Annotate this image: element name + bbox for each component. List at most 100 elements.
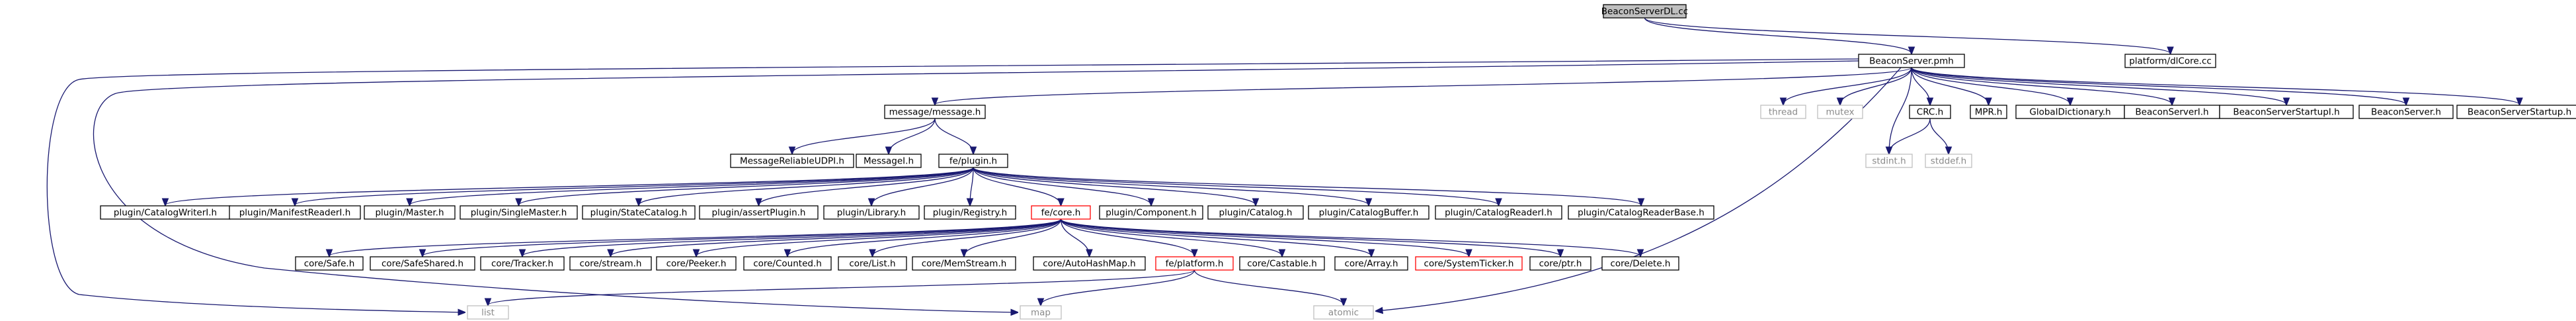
edge-msg-to-feplugin [934,118,973,154]
node-cdelete[interactable]: core/Delete.h [1601,256,1679,271]
node-box [912,256,1016,271]
node-box [295,256,364,271]
node-box [884,105,986,119]
node-ctracker[interactable]: core/Tracker.h [480,256,565,271]
node-box [569,256,652,271]
node-label: core/ptr.h [1539,259,1582,269]
node-crc[interactable]: CRC.h [1909,105,1951,119]
edge-fecore-to-clist [873,218,1062,256]
edge-feplugin-to-psingle [519,167,974,205]
node-label: BeaconServer.h [2371,107,2441,118]
edge-fecore-to-csafe [329,218,1062,256]
node-label: core/SafeShared.h [382,259,463,269]
edge-bspmh-to-list [46,58,1859,312]
node-ccastable[interactable]: core/Castable.h [1239,256,1325,271]
node-stddef: stddef.h [1925,154,1972,168]
node-mutex: mutex [1817,105,1863,119]
node-label: core/SystemTicker.h [1424,259,1514,269]
node-pcomp[interactable]: plugin/Component.h [1099,205,1203,220]
edge-fecore-to-cstream [611,218,1062,256]
node-bsh[interactable]: BeaconServer.h [2358,105,2454,119]
edge-bspmh-to-thread [1783,67,1912,105]
node-mrudpi[interactable]: MessageReliableUDPI.h [730,154,854,168]
node-cpeeker[interactable]: core/Peeker.h [656,256,737,271]
node-box [1568,205,1714,220]
edge-fecore-to-csysticker [1060,218,1469,256]
node-label: plugin/Component.h [1106,208,1197,218]
node-root: BeaconServerDL.cc [1601,4,1688,19]
node-cptr[interactable]: core/ptr.h [1529,256,1591,271]
node-mpr[interactable]: MPR.h [1970,105,2007,119]
node-psingle[interactable]: plugin/SingleMaster.h [460,205,578,220]
node-csysticker[interactable]: core/SystemTicker.h [1415,256,1523,271]
node-list: list [467,305,509,320]
edge-feplugin-to-pstate [639,167,974,205]
node-pcw[interactable]: plugin/CatalogWriterI.h [100,205,231,220]
node-carray[interactable]: core/Array.h [1334,256,1408,271]
node-cstream[interactable]: core/stream.h [569,256,652,271]
edge-feplugin-to-plib [871,167,974,205]
node-box [2358,105,2454,119]
node-cautohash[interactable]: core/AutoHashMap.h [1033,256,1146,271]
node-box [2219,105,2354,119]
node-msgi[interactable]: MessageI.h [856,154,922,168]
node-passert[interactable]: plugin/assertPlugin.h [699,205,819,220]
node-bsi[interactable]: BeaconServerI.h [2124,105,2220,119]
node-feplatform[interactable]: fe/platform.h [1155,256,1234,271]
node-box [838,256,907,271]
edge-feplugin-to-pmaster [410,167,974,205]
node-cmemstream[interactable]: core/MemStream.h [912,256,1016,271]
node-label: core/Safe.h [304,259,355,269]
edge-fecore-to-csafeshared [423,218,1062,256]
edge-crc-to-stdint [1889,118,1931,154]
node-label: core/Peeker.h [666,259,727,269]
node-preg[interactable]: plugin/Registry.h [924,205,1016,220]
node-label: BeaconServer.pmh [1869,56,1954,67]
node-thread: thread [1760,105,1806,119]
edge-bspmh-to-crc [1911,67,1930,105]
node-bspmh[interactable]: BeaconServer.pmh [1858,54,1965,68]
edge-feplugin-to-passert [759,167,974,205]
node-label: MessageReliableUDPI.h [740,156,844,167]
node-label: GlobalDictionary.h [2029,107,2111,118]
node-box [467,305,509,320]
node-csafeshared[interactable]: core/SafeShared.h [370,256,475,271]
edge-bspmh-to-bssi [1911,67,2286,105]
node-label: stddef.h [1931,156,1966,167]
node-box [480,256,565,271]
node-label: fe/core.h [1041,208,1081,218]
node-pcatbuf[interactable]: plugin/CatalogBuffer.h [1308,205,1429,220]
node-pcatreaderbase[interactable]: plugin/CatalogReaderBase.h [1568,205,1714,220]
node-box [730,154,854,168]
node-pcat[interactable]: plugin/Catalog.h [1207,205,1304,220]
node-pstate[interactable]: plugin/StateCatalog.h [582,205,696,220]
node-feplugin[interactable]: fe/plugin.h [938,154,1008,168]
node-plib[interactable]: plugin/Library.h [823,205,920,220]
node-box [1155,256,1234,271]
edge-bspmh-to-bsi [1911,67,2172,105]
node-dlcore[interactable]: platform/dlCore.cc [2124,54,2216,68]
node-box [1970,105,2007,119]
node-msg[interactable]: message/message.h [884,105,986,119]
node-atomic: atomic [1313,305,1374,320]
node-fecore[interactable]: fe/core.h [1031,205,1091,220]
node-bssi[interactable]: BeaconServerStartupI.h [2219,105,2354,119]
node-ccounted[interactable]: core/Counted.h [743,256,832,271]
edge-bspmh-to-bsh [1911,67,2406,105]
edge-feplatform-to-atomic [1193,269,1344,305]
edge-bspmh-to-bss [1911,67,2520,105]
edge-feplugin-to-pcatbuf [973,167,1369,205]
edge-bspmh-to-msg [935,67,1912,105]
node-gdict[interactable]: GlobalDictionary.h [2015,105,2125,119]
node-label: core/List.h [849,259,895,269]
edge-feplugin-to-pcatreader [973,167,1499,205]
node-pcatreader[interactable]: plugin/CatalogReaderI.h [1435,205,1562,220]
node-csafe[interactable]: core/Safe.h [295,256,364,271]
node-bss[interactable]: BeaconServerStartup.h [2456,105,2576,119]
edge-fecore-to-cautohash [1060,218,1090,256]
node-pmaster[interactable]: plugin/Master.h [364,205,456,220]
node-box [1529,256,1591,271]
node-pmr[interactable]: plugin/ManifestReaderI.h [229,205,361,220]
node-box [1925,154,1972,168]
node-clist[interactable]: core/List.h [838,256,907,271]
